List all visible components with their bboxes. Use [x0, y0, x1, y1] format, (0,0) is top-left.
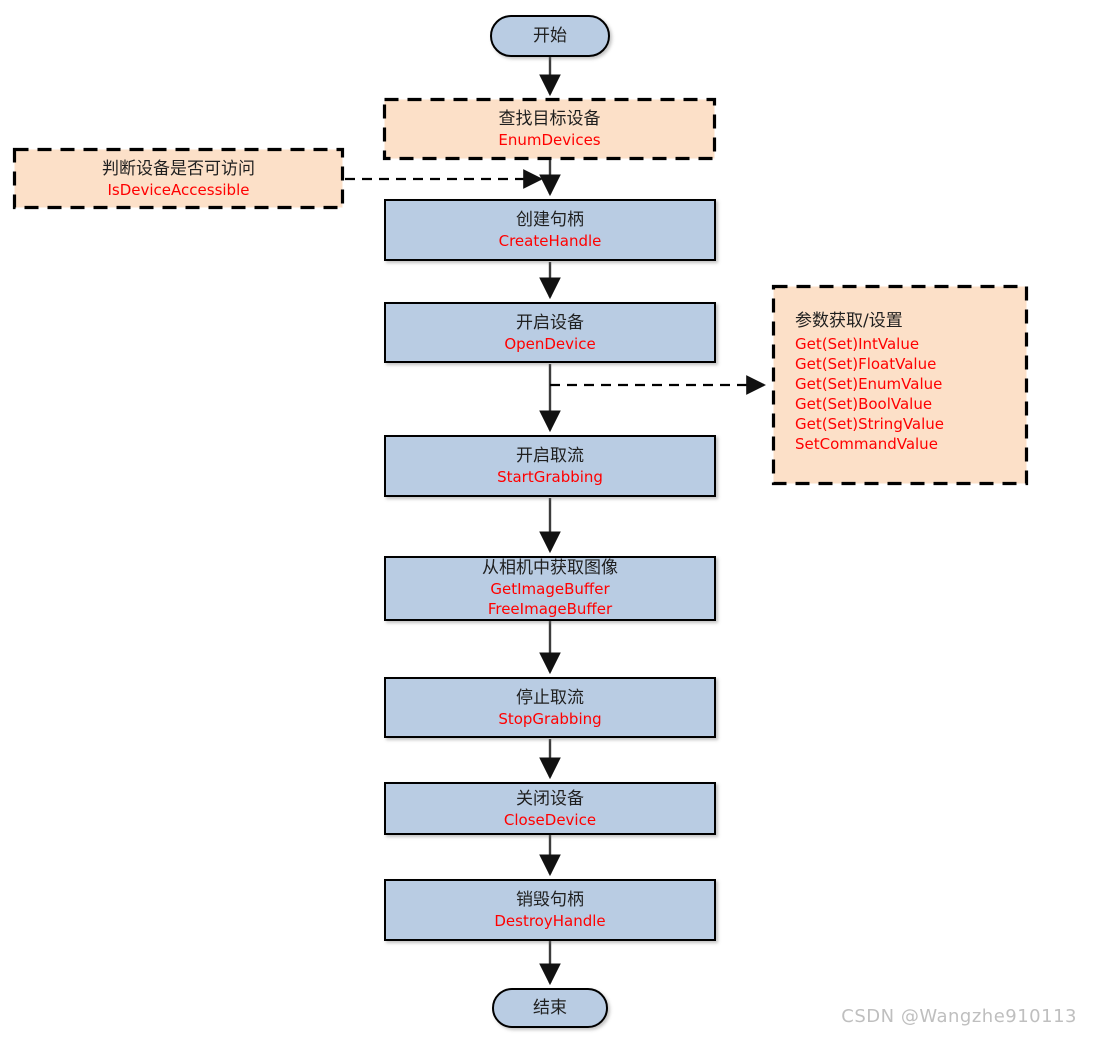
note-title: 参数获取/设置 — [795, 311, 903, 331]
step-api: StopGrabbing — [498, 709, 602, 728]
note-device-accessible: 判断设备是否可访问 IsDeviceAccessible — [14, 149, 343, 208]
step-start-grabbing: 开启取流 StartGrabbing — [384, 435, 716, 497]
start-terminal: 开始 — [490, 15, 610, 57]
end-label: 结束 — [533, 998, 567, 1018]
note-api-enum: Get(Set)EnumValue — [795, 375, 943, 393]
step-api: CloseDevice — [503, 810, 597, 829]
step-api: CreateHandle — [498, 232, 602, 250]
step-title: 关闭设备 — [516, 788, 584, 809]
step-api-get: GetImageBuffer — [490, 580, 610, 598]
step-api: OpenDevice — [504, 334, 596, 353]
step-stop-grabbing: 停止取流 StopGrabbing — [384, 677, 716, 738]
note-parameters: 参数获取/设置 Get(Set)IntValue Get(Set)FloatVa… — [774, 285, 1027, 485]
start-label: 开始 — [533, 26, 567, 46]
note-api-bool: Get(Set)BoolValue — [795, 395, 933, 413]
step-title: 创建句柄 — [516, 210, 584, 230]
note-api-string: Get(Set)StringValue — [795, 415, 945, 433]
step-title: 开启取流 — [516, 446, 584, 466]
step-title: 查找目标设备 — [498, 109, 601, 129]
note-title: 判断设备是否可访问 — [102, 158, 255, 179]
note-api-command: SetCommandValue — [795, 435, 938, 453]
step-api: StartGrabbing — [497, 468, 603, 486]
step-api: EnumDevices — [498, 131, 601, 149]
note-api: IsDeviceAccessible — [107, 180, 250, 199]
note-api-float: Get(Set)FloatValue — [795, 355, 937, 373]
step-title: 从相机中获取图像 — [482, 558, 618, 578]
enum-note-border — [382, 97, 717, 161]
params-note-border — [771, 284, 1029, 486]
step-api: DestroyHandle — [494, 912, 606, 930]
watermark: CSDN @Wangzhe910113 — [841, 1006, 1077, 1027]
step-enum-devices: 查找目标设备 EnumDevices — [384, 99, 715, 159]
step-create-handle: 创建句柄 CreateHandle — [384, 199, 716, 261]
step-destroy-handle: 销毁句柄 DestroyHandle — [384, 879, 716, 941]
accessible-note-border — [12, 147, 345, 210]
end-terminal: 结束 — [492, 988, 608, 1028]
step-get-image: 从相机中获取图像 GetImageBuffer FreeImageBuffer — [384, 556, 716, 621]
step-close-device: 关闭设备 CloseDevice — [384, 782, 716, 835]
note-api-int: Get(Set)IntValue — [795, 335, 920, 353]
step-title: 开启设备 — [516, 312, 584, 333]
step-open-device: 开启设备 OpenDevice — [384, 302, 716, 363]
step-api-free: FreeImageBuffer — [487, 600, 613, 618]
step-title: 停止取流 — [516, 687, 584, 708]
step-title: 销毁句柄 — [516, 890, 584, 910]
